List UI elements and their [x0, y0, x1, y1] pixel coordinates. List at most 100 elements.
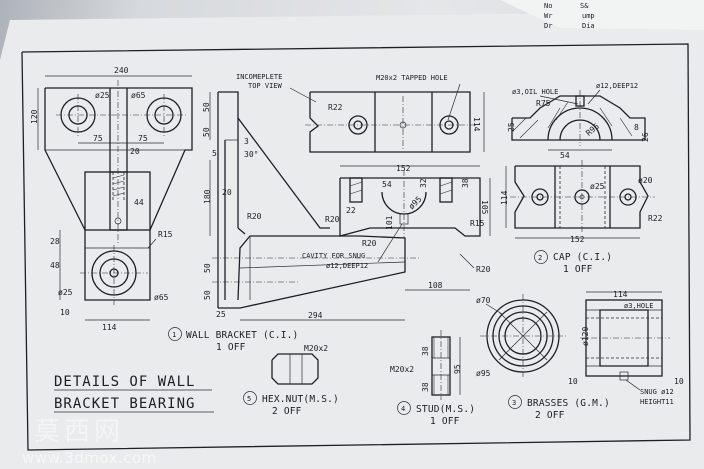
- note-tapped-hole: M20x2 TAPPED HOLE: [376, 74, 448, 82]
- note-snug-height: HEIGHT11: [640, 398, 674, 406]
- part-label-1: 1 WALL BRACKET (C.I.) 1 OFF: [168, 327, 298, 353]
- dim-114-base: 114: [102, 323, 117, 332]
- dim-dia-65-top: ø65: [131, 91, 146, 100]
- dim-54-section: 54: [382, 180, 392, 189]
- dim-M20-nut: M20x2: [304, 344, 328, 353]
- bearing-section: 152 54 32 38 22 ø95 101 105 R15 R20 R20 …: [302, 164, 491, 291]
- dim-50-mid: 50: [202, 127, 211, 137]
- part-5-qty: 2 OFF: [272, 406, 302, 417]
- dim-20-web: 20: [130, 147, 140, 156]
- dim-50-base: 50: [203, 290, 212, 300]
- part-label-2: 2 CAP (C.I.) 1 OFF: [534, 250, 612, 275]
- dim-114-top: 114: [472, 117, 481, 132]
- note-3-hole: ø3,HOLE: [624, 302, 654, 310]
- dim-10-left: 10: [568, 377, 578, 386]
- dim-10: 10: [60, 308, 70, 317]
- underlying-paper: [500, 0, 704, 30]
- part-3-number: 3: [512, 399, 516, 407]
- part-4-number: 4: [401, 405, 405, 413]
- watermark-logo: 莫西网: [34, 417, 124, 447]
- dim-240: 240: [114, 66, 129, 75]
- dim-R22-top: R22: [328, 103, 343, 112]
- dim-95-stud: 95: [453, 364, 462, 374]
- note-top-view: TOP VIEW: [248, 82, 283, 90]
- dim-R15: R15: [158, 230, 173, 239]
- corner-text-2: ump: [582, 12, 595, 20]
- dim-dia-20-cap: ø20: [638, 176, 653, 185]
- dim-3: 3: [244, 137, 249, 146]
- part-2-number: 2: [538, 254, 542, 262]
- dim-25-foot: 25: [216, 310, 226, 319]
- note-cavity: CAVITY FOR SNUG: [302, 252, 365, 260]
- dim-dia-70: ø70: [476, 296, 491, 305]
- dim-dia-25-top: ø25: [95, 91, 110, 100]
- part-2-name: CAP (C.I.): [553, 252, 612, 263]
- dim-101: 101: [385, 215, 394, 230]
- dim-dia-25-base: ø25: [58, 288, 73, 297]
- dim-50-low: 50: [203, 263, 212, 273]
- part-1-number: 1: [172, 331, 176, 339]
- watermark: 莫西网 www.3dmox.com: [22, 417, 157, 467]
- dim-dia-25-cap: ø25: [590, 182, 605, 191]
- part-label-3: 3 BRASSES (G.M.) 2 OFF: [508, 395, 610, 421]
- part-label-4: 4 STUD(M.S.) 1 OFF: [397, 401, 475, 427]
- part-4-qty: 1 OFF: [430, 416, 460, 427]
- dim-32: 32: [419, 178, 428, 188]
- drawing-title: DETAILS OF WALL BRACKET BEARING: [54, 374, 214, 413]
- dim-114-cap: 114: [500, 190, 509, 205]
- title-line-2: BRACKET BEARING: [54, 396, 195, 412]
- dim-R20-low: R20: [362, 239, 377, 248]
- dim-R15-section: R15: [470, 219, 485, 228]
- dim-dia-65-base: ø65: [154, 293, 169, 302]
- corner-paper-text: S& ump Dia No Wr Dr: [544, 2, 595, 30]
- dim-120: 120: [30, 109, 39, 124]
- dim-dia-120: ø120: [581, 327, 590, 346]
- dim-R20-foot: R20: [476, 265, 491, 274]
- note-incomplete: INCOMEPLETE: [236, 73, 282, 81]
- dim-R20-section: R20: [325, 215, 340, 224]
- note-cavity-size: ø12,DEEP12: [326, 262, 368, 270]
- dim-108: 108: [428, 281, 443, 290]
- dim-294: 294: [308, 311, 323, 320]
- part-3-name: BRASSES (G.M.): [527, 398, 610, 409]
- dim-20-side: 20: [222, 188, 232, 197]
- corner-text-1: S&: [580, 2, 589, 10]
- dim-10-right: 10: [674, 377, 684, 386]
- dim-25-cap: 25: [507, 122, 516, 132]
- dim-152-cap: 152: [570, 235, 585, 244]
- dim-30deg: 30°: [244, 150, 258, 159]
- part-3-qty: 2 OFF: [535, 410, 565, 421]
- watermark-url: www.3dmox.com: [22, 449, 157, 467]
- brasses-views: ø70 ø95 114 ø3,HOLE ø120 10 10 SNUG ø12 …: [476, 290, 684, 406]
- dim-75-right: 75: [138, 134, 148, 143]
- dim-M20-stud: M20x2: [390, 365, 414, 374]
- part-1-qty: 1 OFF: [216, 342, 246, 353]
- dim-28: 28: [50, 237, 60, 246]
- corner-text-6: Dr: [544, 22, 552, 30]
- part-1-name: WALL BRACKET (C.I.): [186, 330, 298, 341]
- dim-152-section: 152: [396, 164, 411, 173]
- dim-38-stud-top: 38: [421, 346, 430, 356]
- dim-44: 44: [134, 198, 144, 207]
- dim-26: 26: [641, 132, 650, 142]
- part-2-qty: 1 OFF: [563, 264, 593, 275]
- title-line-1: DETAILS OF WALL: [54, 374, 195, 390]
- dim-5: 5: [212, 149, 217, 158]
- dim-105: 105: [480, 200, 489, 215]
- dim-38-stud-bottom: 38: [421, 382, 430, 392]
- dim-75-left: 75: [93, 134, 103, 143]
- incomplete-top-view: INCOMEPLETE TOP VIEW M20x2 TAPPED HOLE R…: [236, 73, 485, 153]
- dim-54-cap: 54: [560, 151, 570, 160]
- dim-22: 22: [346, 206, 356, 215]
- dim-50-top: 50: [202, 102, 211, 112]
- dim-114-brass: 114: [613, 290, 628, 299]
- corner-text-5: Wr: [544, 12, 552, 20]
- note-oil-hole: ø3,OIL HOLE: [512, 88, 558, 96]
- note-snug: SNUG ø12: [640, 388, 674, 396]
- dim-R22-cap: R22: [648, 214, 663, 223]
- bracket-side-view: 50 50 5 3 30° 180 20 R20 50 50 25 294: [202, 91, 420, 321]
- dim-38-section: 38: [461, 178, 470, 188]
- dim-8: 8: [634, 123, 639, 132]
